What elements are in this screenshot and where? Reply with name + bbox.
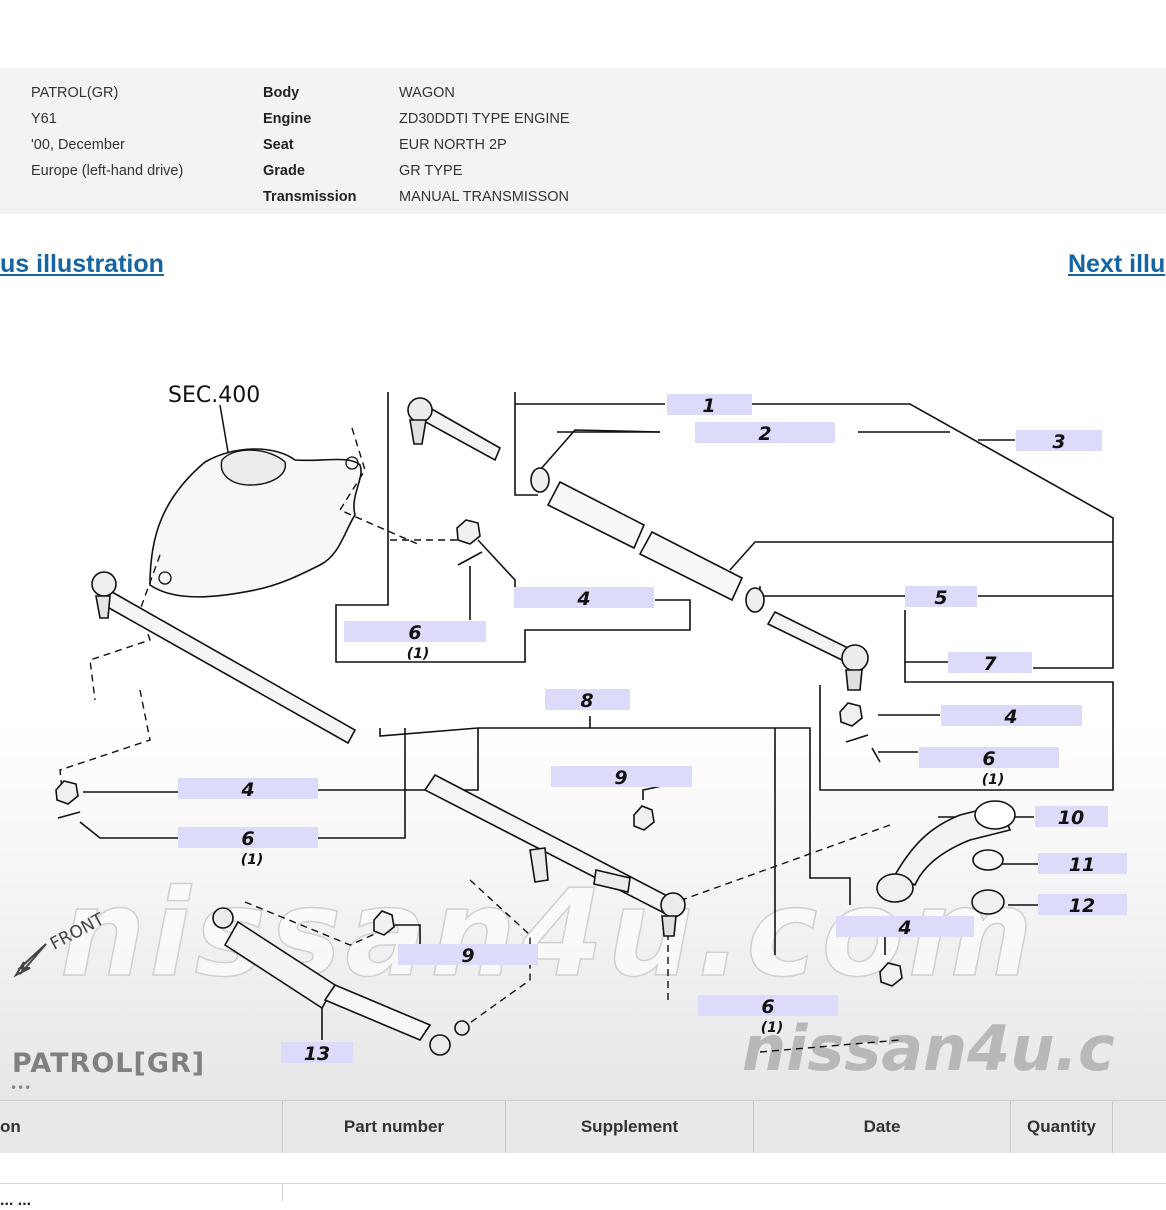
spec-value-seat: EUR NORTH 2P xyxy=(399,137,507,153)
callout-6[interactable]: 6(1) xyxy=(344,621,486,662)
gear-housing-boss xyxy=(220,449,286,486)
vehicle-region: Europe (left-hand drive) xyxy=(31,163,184,179)
svg-text:8: 8 xyxy=(580,690,593,712)
parts-diagram: nissan4u.com nissan4u.c PATROL[GR] ••• S… xyxy=(0,340,1166,1100)
svg-text:4: 4 xyxy=(897,917,911,939)
callout-9[interactable]: 9 xyxy=(398,944,538,967)
spec-labels: Body Engine Seat Grade Transmission xyxy=(263,80,356,210)
callout-2[interactable]: 2 xyxy=(695,422,835,445)
svg-text:9: 9 xyxy=(614,767,627,789)
table-row-description: ... ... xyxy=(0,1192,32,1209)
column-header-description[interactable]: on xyxy=(0,1101,283,1153)
callout-3[interactable]: 3 xyxy=(1016,430,1102,453)
callout-7[interactable]: 7 xyxy=(948,652,1032,675)
svg-text:6: 6 xyxy=(241,828,254,850)
tie-rod-assemblies xyxy=(55,397,1016,1056)
svg-text:6: 6 xyxy=(761,996,774,1018)
svg-text:9: 9 xyxy=(461,945,474,967)
front-arrow-icon xyxy=(13,943,47,978)
callout-4[interactable]: 4 xyxy=(836,916,974,939)
svg-text:4: 4 xyxy=(1003,706,1017,728)
callout-leader-lines xyxy=(79,392,1114,1040)
svg-text:13: 13 xyxy=(304,1043,330,1065)
parts-table-header: on Part number Supplement Date Quantity xyxy=(0,1100,1166,1153)
svg-text:4: 4 xyxy=(576,588,590,610)
spec-value-body: WAGON xyxy=(399,85,455,101)
housing-mount-hole xyxy=(158,571,172,585)
svg-text:11: 11 xyxy=(1069,854,1095,876)
callout-11[interactable]: 11 xyxy=(1038,853,1127,876)
spec-value-grade: GR TYPE xyxy=(399,163,463,179)
table-row-divider xyxy=(282,1184,283,1201)
callout-4[interactable]: 4 xyxy=(941,705,1082,728)
spec-label-seat: Seat xyxy=(263,137,294,153)
vehicle-production-date: '00, December xyxy=(31,137,125,153)
callout-13[interactable]: 13 xyxy=(281,1042,353,1065)
svg-text:7: 7 xyxy=(983,653,997,675)
spec-value-engine: ZD30DDTI TYPE ENGINE xyxy=(399,111,570,127)
column-header-date[interactable]: Date xyxy=(754,1101,1011,1153)
svg-text:(1): (1) xyxy=(982,772,1005,788)
previous-illustration-link[interactable]: us illustration xyxy=(0,250,164,278)
spec-label-body: Body xyxy=(263,85,300,101)
column-header-quantity[interactable]: Quantity xyxy=(1011,1101,1113,1153)
callout-10[interactable]: 10 xyxy=(1035,806,1108,829)
vehicle-info-panel: PATROL(GR) Y61 '00, December Europe (lef… xyxy=(0,68,1166,214)
cotter-pins xyxy=(57,551,881,819)
svg-text:4: 4 xyxy=(240,779,254,801)
callout-6[interactable]: 6(1) xyxy=(178,827,318,868)
callout-4[interactable]: 4 xyxy=(178,778,318,801)
svg-text:(1): (1) xyxy=(407,646,430,662)
svg-text:6: 6 xyxy=(408,622,421,644)
callout-1[interactable]: 1 xyxy=(667,394,752,417)
spec-label-grade: Grade xyxy=(263,163,305,179)
vehicle-series: Y61 xyxy=(31,111,57,127)
svg-text:2: 2 xyxy=(758,423,771,445)
callout-5[interactable]: 5 xyxy=(905,586,977,609)
svg-text:5: 5 xyxy=(934,587,947,609)
callout-8[interactable]: 8 xyxy=(545,689,630,712)
vehicle-model: PATROL(GR) xyxy=(31,85,119,101)
callout-6[interactable]: 6(1) xyxy=(698,995,838,1036)
model-stamp: PATROL[GR] xyxy=(12,1048,205,1079)
section-reference: SEC.400 xyxy=(168,383,260,408)
svg-text:(1): (1) xyxy=(761,1020,784,1036)
column-header-supplement[interactable]: Supplement xyxy=(506,1101,754,1153)
spec-label-engine: Engine xyxy=(263,111,312,127)
spec-value-transmission: MANUAL TRANSMISSON xyxy=(399,189,569,205)
dashed-construction-lines xyxy=(59,427,901,1053)
vehicle-summary: PATROL(GR) Y61 '00, December Europe (lef… xyxy=(31,80,183,184)
callout-9[interactable]: 9 xyxy=(551,766,692,789)
svg-text:3: 3 xyxy=(1052,431,1065,453)
svg-text:1: 1 xyxy=(702,395,715,417)
table-row[interactable]: ... ... xyxy=(0,1183,1166,1209)
model-stamp-dots: ••• xyxy=(10,1081,31,1095)
spec-label-transmission: Transmission xyxy=(263,189,357,205)
next-illustration-link[interactable]: Next illu xyxy=(1068,250,1166,278)
svg-text:6: 6 xyxy=(982,748,995,770)
column-header-part-number[interactable]: Part number xyxy=(283,1101,506,1153)
spec-values: WAGON ZD30DDTI TYPE ENGINE EUR NORTH 2P … xyxy=(399,80,570,210)
section-leader-line xyxy=(219,404,229,453)
svg-text:10: 10 xyxy=(1058,807,1084,829)
callout-12[interactable]: 12 xyxy=(1038,894,1127,917)
housing-mount-hole xyxy=(345,456,359,470)
watermark-bottom: nissan4u.c xyxy=(742,1012,1115,1085)
svg-text:(1): (1) xyxy=(241,852,264,868)
parts-diagram-svg: nissan4u.com nissan4u.c PATROL[GR] ••• S… xyxy=(10,383,1127,1095)
callout-6[interactable]: 6(1) xyxy=(919,747,1059,788)
svg-text:12: 12 xyxy=(1069,895,1095,917)
callout-4[interactable]: 4 xyxy=(514,587,654,610)
